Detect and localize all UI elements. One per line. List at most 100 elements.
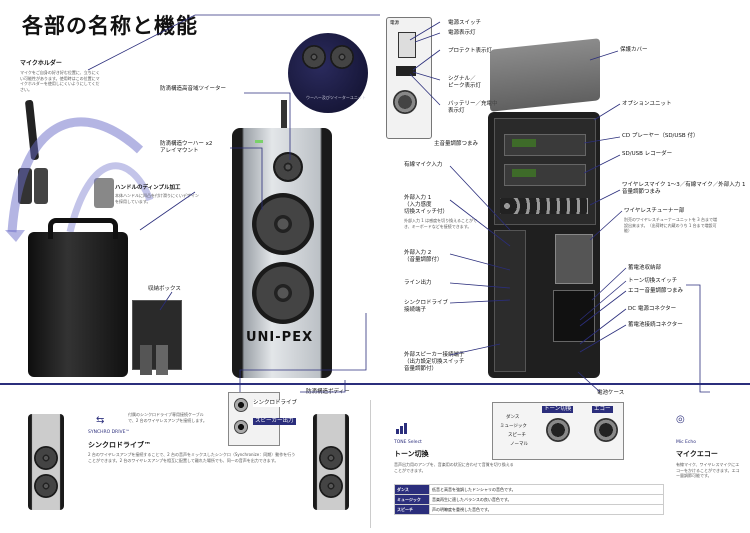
tweeter-label: 防滴構造高音域ツイーター [160, 86, 227, 92]
cd-display [512, 139, 536, 147]
sync-title: シンクロドライブ™ [88, 441, 151, 449]
mic-holder-3 [94, 178, 114, 208]
tuner-label: ワイヤレスチューナー部 [624, 208, 685, 214]
echo-icon: ◎ [676, 414, 685, 425]
tone-eng-title: TONE Select [394, 440, 422, 445]
line-out-label: ライン出力 [404, 280, 432, 286]
sync-speaker-2-woofer [319, 446, 343, 470]
echo-title: マイクエコー [676, 450, 718, 458]
page-title: 各部の名称と機能 [22, 14, 198, 38]
inset-driver-1 [302, 45, 326, 69]
sd-display [512, 169, 536, 177]
echo-knob-closeup-label: エコー [592, 406, 613, 413]
tone-mode: ダンス [394, 484, 430, 495]
storage-box-inner2 [156, 345, 168, 375]
indicator-lights [255, 140, 263, 143]
tone-mode: スピーチ [394, 504, 430, 515]
echo-knob[interactable] [594, 418, 618, 442]
tweeter [273, 152, 303, 182]
tone-text: 音声出力用のアンプを、音楽用の状況に合わせて音質を切り換えることができます。 [394, 462, 514, 473]
sync-callout: 付属のシンクロドライブ専用接続ケーブルで、2 台のワイヤレスアンプを接続します。 [128, 412, 207, 423]
tone-desc: 音楽再生に適したバランスの良い音色です。 [429, 494, 664, 505]
knob-opt-normal: ノーマル [510, 442, 528, 447]
battery-case-label: 電池ケース [597, 390, 625, 396]
inset-driver-2 [330, 45, 354, 69]
handle-label: ハンドルのディンプル加工 [115, 185, 181, 191]
speaker-brand-logo: UNI-PEX [246, 330, 314, 345]
battery-led-label: バッテリー／充電中 表示灯 [448, 101, 498, 114]
sync-panel-label1: シンクロドライブ [253, 400, 298, 407]
table-row: スピーチ声の明瞭度を重視した音色です。 [394, 504, 664, 515]
wireless-mic-label: ワイヤレスマイク 1〜3／有線マイク／外部入力 1 音量調節つまみ [622, 182, 746, 195]
volume-knob[interactable] [393, 90, 417, 114]
input-panel [494, 230, 526, 372]
wired-mic-label: 有線マイク入力 [404, 162, 443, 168]
power-switch[interactable] [398, 32, 416, 58]
sync-panel-label2: スピーカー出力 [253, 418, 296, 425]
synchro-drive-label: シンクロドライブ 接続端子 [404, 300, 449, 313]
power-panel-title: 電源 [390, 21, 399, 26]
tuner-slot [555, 234, 593, 284]
knob-opt-music: ミュージック [500, 424, 527, 429]
tone-mode: ミュージック [394, 494, 430, 505]
handle-note: 本体ハンドルに凹凸を付け滑りにくいデザインを採用しています。 [115, 193, 199, 204]
ext-in1-note: 外部入力 1 は感度を切り換えることができ、キーボードなどを接続できます。 [404, 218, 477, 229]
tuner-note: 別売のワイヤレスチューナーユニットを 3 台まで増設出来ます。（出荷時に内蔵のう… [624, 217, 717, 233]
sync-text: 2 台のワイヤレスアンプを接続することで、2 台の音声をミックスしたシンクロ（S… [88, 452, 296, 463]
tone-desc: 声の明瞭度を重視した音色です。 [429, 504, 664, 515]
echo-knob-label: エコー音量調節つまみ [628, 288, 684, 294]
option-unit-label: オプションユニット [622, 101, 672, 107]
storage-box-inner [140, 345, 152, 375]
woofer-bottom [252, 262, 314, 324]
tone-icon [396, 415, 407, 434]
echo-text: 有線マイク、ワイヤレスマイクにエコーをかけることができます。エコー量調節可能です… [676, 462, 740, 478]
power-led-label: 電源表示灯 [448, 30, 476, 36]
bottom-separator-1 [370, 400, 371, 528]
volume-knob-label: 主音量調節つまみ [434, 141, 479, 147]
power-switch-label: 電源スイッチ [448, 20, 482, 26]
mic-holder-note: マイクをご自身の好き好む位置に、立ちにくい可能性があります。使用時はこの位置にマ… [20, 70, 100, 92]
sync-jack2 [234, 420, 248, 434]
knob-opt-speech: スピーチ [508, 433, 526, 438]
sync-icon: ⇆ [96, 415, 105, 426]
amp-body-left [28, 232, 128, 377]
mic-holder-2 [34, 168, 48, 204]
table-row: ミュージック音楽再生に適したバランスの良い音色です。 [394, 494, 664, 505]
ext-speaker-label: 外部スピーカー接続端子 （出力設定切換スイッチ 音量調節付） [404, 352, 465, 372]
tone-knob-label: トーン切換 [542, 406, 574, 413]
battery-slot [553, 290, 595, 342]
woofer-inset-caption: ウーハー及びツイーターユニット [306, 95, 366, 100]
cd-player-label: CD プレーヤー（SD/USB 付） [622, 133, 699, 139]
woofer-label: 防滴構造ウーハー x2 アレイマウント [160, 141, 213, 154]
volume-knob-row [500, 198, 588, 214]
tone-table: ダンス低音と高音を強調したドンシャリの音色です。 ミュージック音楽再生に適したバ… [394, 484, 664, 515]
sync-speaker-1-woofer [34, 446, 58, 470]
storage-label: 収納ボックス [148, 286, 181, 292]
sync-speaker-1-woofer2 [34, 474, 58, 498]
tone-desc: 低音と高音を強調したドンシャリの音色です。 [429, 484, 664, 495]
led-strip [396, 66, 416, 76]
table-row: ダンス低音と高音を強調したドンシャリの音色です。 [394, 484, 664, 495]
echo-eng-title: Mic Echo [676, 440, 696, 445]
sync-speaker-2-woofer2 [319, 474, 343, 498]
tone-switch-label: トーン切換スイッチ [628, 278, 678, 284]
knob-opt-dance: ダンス [506, 415, 520, 420]
section-divider [0, 383, 750, 385]
battery-connector-label: 蓄電池接続コネクター [628, 322, 683, 328]
battery-box-label: 蓄電池収納部 [628, 265, 662, 271]
antenna [281, 100, 287, 130]
dc-power-label: DC 電源コネクター [628, 306, 677, 312]
woofer-inset [288, 33, 368, 113]
sync-jack [234, 398, 248, 412]
signal-led-label: シグナル／ ピーク表示灯 [448, 76, 482, 89]
amp-handle [48, 218, 118, 239]
cover-label: 保護カバー [620, 47, 648, 53]
tone-knob[interactable] [546, 418, 570, 442]
ext-in1-label: 外部入力 1 （入力感度 切換スイッチ付） [404, 195, 449, 215]
protect-led-label: プロテクト表示灯 [448, 48, 493, 54]
ext-in2-label: 外部入力 2 （音量調節付） [404, 250, 443, 263]
sd-recorder-label: SD/USB レコーダー [622, 151, 673, 157]
